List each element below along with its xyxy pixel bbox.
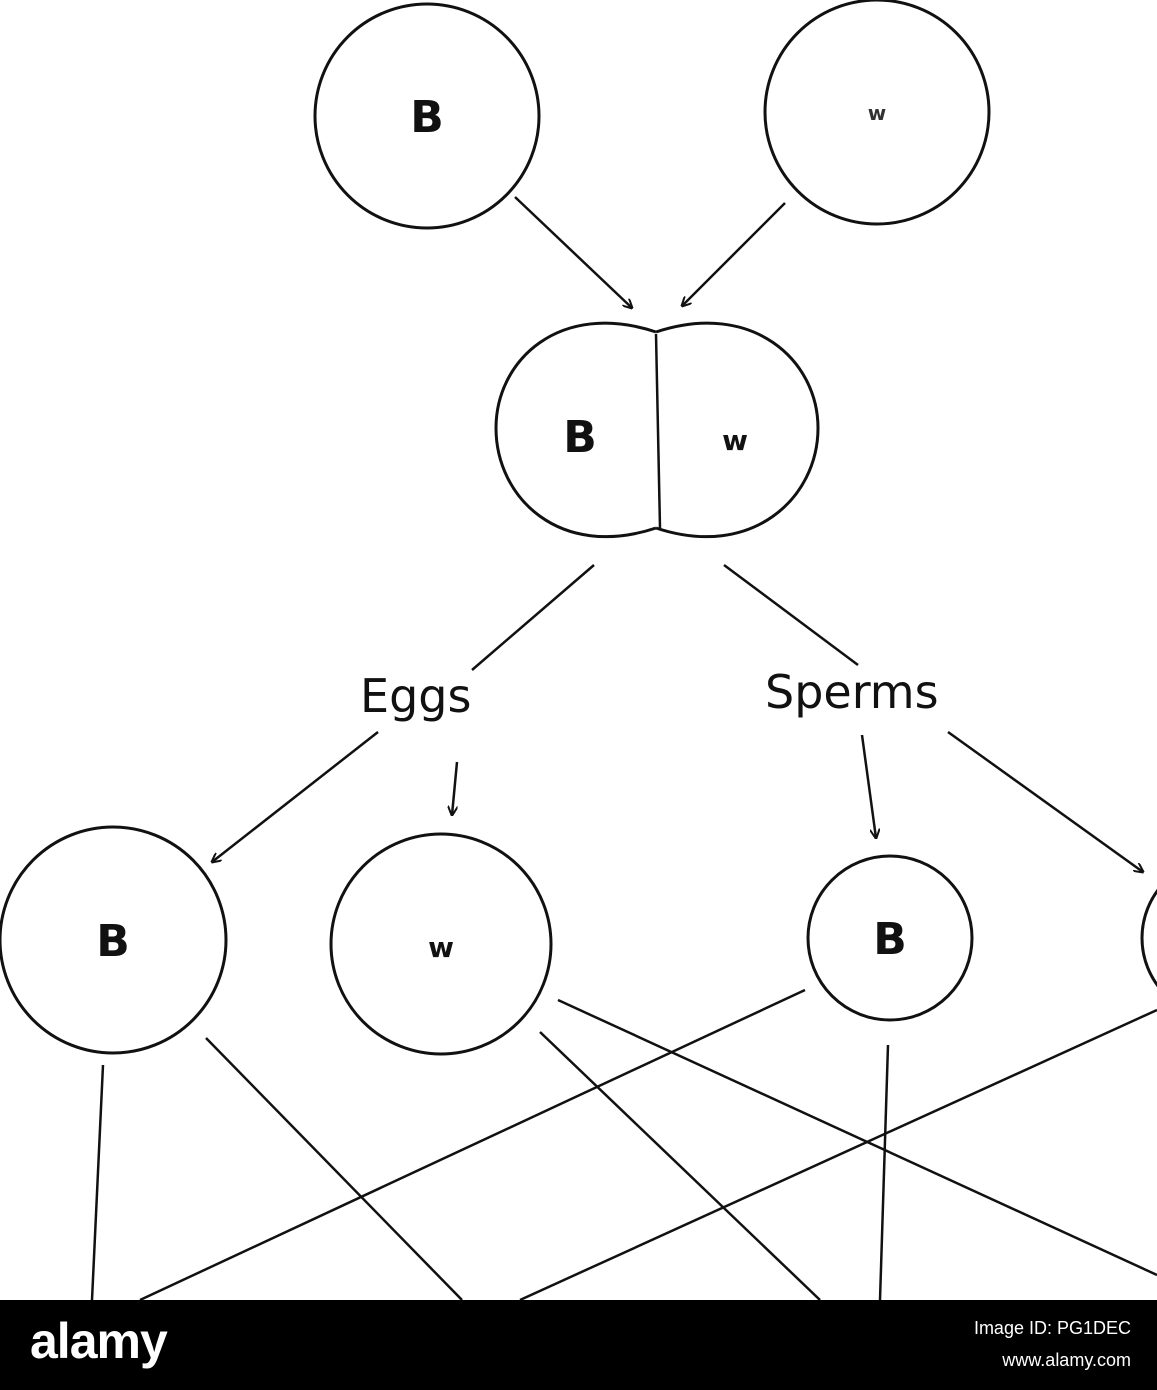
eggs-label: Eggs	[360, 669, 471, 723]
parent-right-gene: w	[868, 101, 886, 125]
line-hybrid-to-eggs	[471, 564, 595, 671]
sperm-cell-b: B	[806, 854, 974, 1022]
image-id-text: Image ID: PG1DEC	[973, 1318, 1131, 1338]
egg-w-gene: w	[428, 931, 454, 964]
sperm-b-gene: B	[873, 914, 907, 965]
line-hybrid-to-sperms	[723, 563, 859, 667]
arrow-parent-left-to-hybrid	[514, 196, 632, 308]
arrow-eggs-to-egg-b	[212, 731, 379, 862]
hybrid-right-gene: w	[722, 424, 748, 457]
arrow-sperms-to-sperm-w	[947, 730, 1143, 872]
sperm-cell-w-partial	[1140, 888, 1157, 988]
sperms-label: Sperms	[765, 665, 939, 719]
site-url-text: www.alamy.com	[1002, 1350, 1131, 1370]
parent-cell-left: B	[313, 2, 541, 230]
egg-cell-w: w	[329, 832, 553, 1056]
arrow-eggs-to-egg-w	[452, 761, 459, 815]
arrow-sperms-to-sperm-b	[860, 734, 876, 838]
parent-left-gene: B	[410, 92, 444, 143]
diagram-area: B w B w Eggs Sperms B w B	[0, 0, 1157, 1300]
heredity-diagram: B w B w Eggs Sperms B w B	[0, 0, 1157, 1300]
egg-cell-b: B	[0, 825, 228, 1055]
combination-lines	[90, 988, 1157, 1300]
hybrid-cell: B w	[494, 321, 820, 539]
arrow-parent-right-to-hybrid	[682, 202, 786, 306]
watermark-banner: alamy Image ID: PG1DEC www.alamy.com	[0, 1300, 1157, 1390]
parent-cell-right: w	[763, 0, 991, 226]
hybrid-left-gene: B	[563, 412, 597, 463]
egg-b-gene: B	[96, 916, 130, 967]
brand-logo: alamy	[30, 1313, 168, 1369]
